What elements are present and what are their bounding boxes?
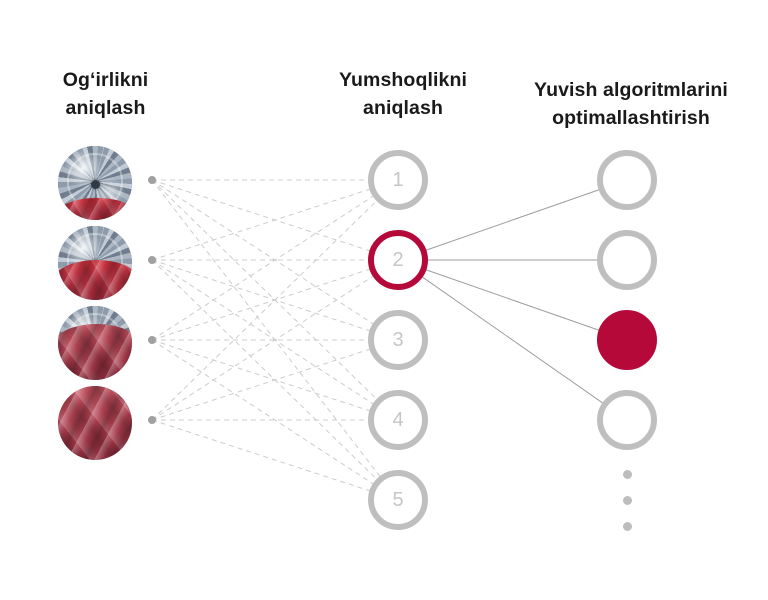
drum-half-thumbnail — [58, 306, 132, 380]
optimize-node-4[interactable] — [597, 390, 657, 450]
drum-full-thumbnail — [58, 386, 132, 460]
softness-node-label: 1 — [392, 169, 404, 191]
softness-node-3[interactable]: 3 — [368, 310, 428, 370]
optimize-node-3[interactable] — [597, 310, 657, 370]
laundry-fabric-graphic — [58, 324, 132, 380]
softness-node-2[interactable]: 2 — [368, 230, 428, 290]
dashed-edge — [151, 348, 370, 421]
column-heading-optimize: Yuvish algoritmlarini optimallashtirish — [534, 79, 728, 129]
ellipsis-dot — [623, 522, 632, 531]
laundry-fabric-graphic — [58, 260, 132, 300]
softness-node-label: 2 — [392, 249, 404, 271]
dashed-edge — [151, 339, 370, 412]
ellipsis-dot — [623, 470, 632, 479]
dashed-edge — [151, 179, 370, 252]
dashed-edge — [151, 259, 370, 332]
dashed-edge — [151, 195, 374, 341]
solid-edge — [426, 189, 599, 251]
softness-node-label: 4 — [392, 409, 404, 431]
dashed-edge — [151, 268, 370, 341]
softness-node-1[interactable]: 1 — [368, 150, 428, 210]
solid-edge-group — [422, 189, 603, 404]
optimize-node-1[interactable] — [597, 150, 657, 210]
drum-quarter-thumbnail — [58, 226, 132, 300]
dashed-edge — [151, 275, 374, 421]
laundry-fabric-graphic — [58, 198, 132, 220]
dashed-edge — [151, 200, 377, 421]
softness-node-4[interactable]: 4 — [368, 390, 428, 450]
ellipsis-dot — [623, 496, 632, 505]
connector-dot — [148, 336, 156, 344]
dashed-edge — [151, 179, 381, 477]
dashed-edge — [151, 419, 370, 492]
drum-empty-thumbnail — [58, 146, 132, 220]
dashed-edge — [151, 188, 370, 261]
connector-dot — [148, 416, 156, 424]
solid-edge — [422, 276, 603, 404]
column-heading-softness: Yumshoqlikni aniqlash — [339, 69, 467, 119]
connector-dot — [148, 176, 156, 184]
softness-node-label: 3 — [392, 329, 404, 351]
dashed-edge — [151, 339, 374, 485]
dashed-edge-group — [151, 179, 381, 492]
solid-edge — [426, 269, 599, 331]
dashed-edge — [151, 259, 374, 405]
dashed-edge — [151, 259, 377, 480]
optimize-node-2[interactable] — [597, 230, 657, 290]
softness-node-label: 5 — [392, 489, 404, 511]
dashed-edge — [151, 179, 374, 325]
dashed-edge — [151, 179, 377, 400]
softness-node-5[interactable]: 5 — [368, 470, 428, 530]
column-heading-weight: Og‘irlikni aniqlash — [62, 69, 149, 119]
connector-dot — [148, 256, 156, 264]
laundry-fabric-graphic — [58, 386, 132, 460]
